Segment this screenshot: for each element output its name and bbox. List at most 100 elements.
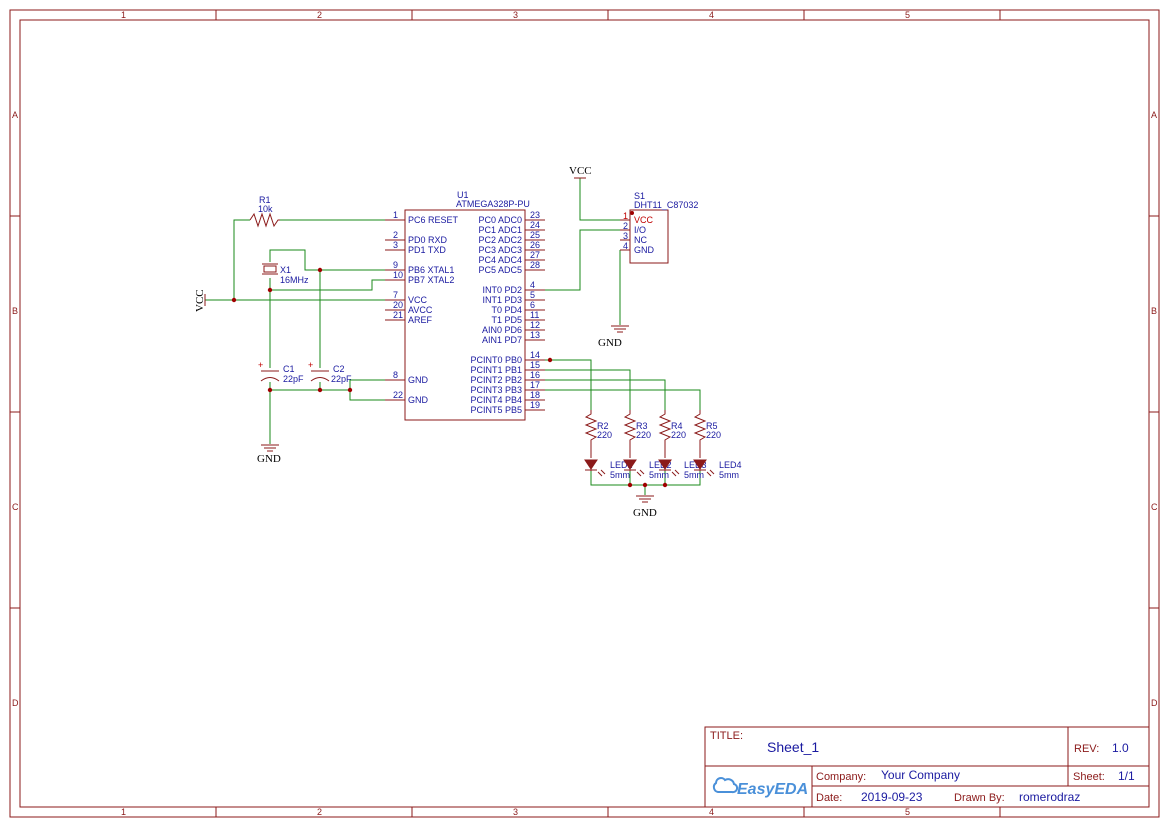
u1-pin-num: 23	[530, 210, 540, 220]
logo-text: EasyEDA	[737, 781, 808, 798]
s1-pin4-num: 4	[623, 241, 628, 251]
zone-grid	[10, 10, 1159, 817]
c2-capacitor[interactable]: + C2 22pF	[308, 360, 352, 384]
col-label-bottom-5: 5	[905, 807, 910, 817]
u1-pin-name: GND	[408, 375, 429, 385]
led-value: 5mm	[719, 470, 739, 480]
s1-pin3-num: 3	[623, 231, 628, 241]
s1-pin4-name: GND	[634, 245, 655, 255]
vcc-left-symbol: VCC	[194, 289, 206, 312]
r1-designator: R1	[259, 195, 271, 205]
row-label-right-d: D	[1151, 698, 1158, 708]
rev-value: 1.0	[1112, 741, 1129, 755]
u1-designator: U1	[457, 190, 469, 200]
r1-resistor[interactable]: R1 10k	[249, 195, 280, 228]
u1-pin-num: 11	[530, 310, 539, 320]
u1-pin-num: 1	[393, 210, 398, 220]
u1-pin-name: PB7 XTAL2	[408, 275, 454, 285]
junctions	[231, 211, 668, 488]
col-label-bottom-3: 3	[513, 807, 518, 817]
s1-pin1-num: 1	[623, 211, 628, 221]
r1-value: 10k	[258, 204, 273, 214]
inner-frame	[19, 19, 1150, 808]
u1-pin-num: 10	[393, 270, 403, 280]
resistor-value: 220	[706, 430, 721, 440]
led-designator: LED1	[610, 460, 633, 470]
led-designator: LED2	[649, 460, 672, 470]
company-label: Company:	[816, 771, 866, 783]
u1-pin-name: PC4 ADC4	[478, 255, 522, 265]
u1-pin-num: 19	[530, 400, 540, 410]
led-designator: LED3	[684, 460, 707, 470]
s1-pin2-num: 2	[623, 221, 628, 231]
c2-value: 22pF	[331, 374, 352, 384]
company-value: Your Company	[881, 768, 960, 782]
u1-pin-name: GND	[408, 395, 429, 405]
u1-pin-num: 21	[393, 310, 403, 320]
u1-pin-name: T1 PD5	[491, 315, 522, 325]
vcc-left-label: VCC	[194, 289, 206, 312]
col-label-bottom-4: 4	[709, 807, 714, 817]
col-label-top-3: 3	[513, 10, 518, 20]
u1-pin-name: PCINT1 PB1	[470, 365, 522, 375]
u1-pin-name: PCINT5 PB5	[470, 405, 522, 415]
u1-pin-name: AREF	[408, 315, 433, 325]
row-label-left-b: B	[12, 306, 18, 316]
rev-label: REV:	[1074, 743, 1099, 755]
row-label-right-b: B	[1151, 306, 1157, 316]
sheet-label: Sheet:	[1073, 771, 1105, 783]
c1-capacitor[interactable]: + C1 22pF	[258, 360, 304, 384]
gnd-leds-symbol: GND	[633, 495, 657, 519]
resistor-designator: R2	[597, 421, 609, 431]
row-label-right-a: A	[1151, 110, 1157, 120]
u1-pin-name: PCINT4 PB4	[470, 395, 522, 405]
gnd-sensor-symbol: GND	[598, 325, 629, 349]
col-label-top-2: 2	[317, 10, 322, 20]
row-label-left-a: A	[12, 110, 18, 120]
u1-pin-num: 16	[530, 370, 540, 380]
resistor-designator: R5	[706, 421, 718, 431]
col-label-bottom-1: 1	[121, 807, 126, 817]
u1-pin-name: PC1 ADC1	[478, 225, 522, 235]
u1-pin-num: 12	[530, 320, 540, 330]
s1-pin3-name: NC	[634, 235, 647, 245]
u1-pin-name: PCINT2 PB2	[470, 375, 522, 385]
gnd-caps-symbol: GND	[257, 444, 281, 465]
outer-frame	[9, 9, 1160, 818]
u1-pin-num: 27	[530, 250, 540, 260]
u1-pin-name: PC5 ADC5	[478, 265, 522, 275]
u1-atmega328p[interactable]: U1 ATMEGA328P-PU	[404, 190, 530, 421]
u1-pin-num: 20	[393, 300, 403, 310]
drawn-by-value: romerodraz	[1019, 790, 1080, 804]
vcc-top-symbol: VCC	[569, 165, 592, 179]
u1-pin-name: AIN1 PD7	[482, 335, 522, 345]
led-designator: LED4	[719, 460, 742, 470]
u1-pin-num: 8	[393, 370, 398, 380]
title-label: TITLE:	[710, 730, 743, 742]
led-resistor-section: R2220LED15mmR3220LED25mmR4220LED35mmR522…	[584, 410, 742, 480]
u1-pin-name: PCINT0 PB0	[470, 355, 522, 365]
u1-pin-num: 18	[530, 390, 540, 400]
u1-pin-num: 9	[393, 260, 398, 270]
drawn-by-label: Drawn By:	[954, 792, 1005, 804]
s1-dht11-sensor[interactable]: S1 DHT11_C87032 1 2 3 4 VCC I/O NC GND	[620, 191, 698, 264]
u1-pin-num: 26	[530, 240, 540, 250]
s1-pin2-name: I/O	[634, 225, 646, 235]
row-label-left-d: D	[12, 698, 19, 708]
sheet-value: 1/1	[1118, 769, 1135, 783]
x1-designator: X1	[280, 265, 291, 275]
u1-pin-num: 6	[530, 300, 535, 310]
x1-crystal[interactable]: X1 16MHz	[262, 263, 309, 285]
u1-pin-num: 3	[393, 240, 398, 250]
led-value: 5mm	[610, 470, 630, 480]
